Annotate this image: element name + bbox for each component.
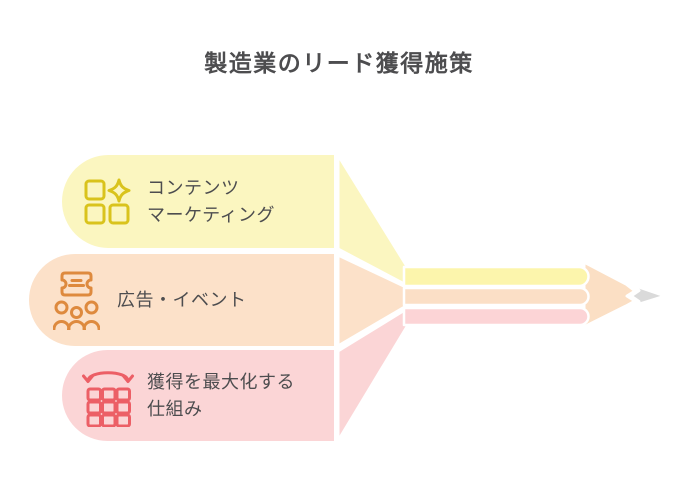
band-label-ads-events: 広告・イベント (117, 289, 247, 310)
ticket-people-icon (53, 271, 100, 330)
band-label-content-marketing: コンテンツ マーケティング (147, 177, 276, 225)
band-content-marketing: コンテンツ マーケティング (62, 155, 334, 248)
pencil-arrow (336, 153, 667, 443)
diagram-title: 製造業のリード獲得施策 (204, 50, 474, 76)
band-label-maximize-mechanism: 獲得を最大化する 仕組み (147, 371, 295, 419)
pencil-body-strip-orange (402, 286, 590, 307)
grid-sparkle-icon (84, 178, 131, 225)
pencil-body-strip-yellow (402, 265, 590, 288)
pencil-body-strip-pink (402, 306, 590, 327)
pencil-graphite-tip (628, 282, 667, 309)
pencil-wood-cone (582, 260, 637, 329)
columns-distribute-icon (81, 365, 135, 427)
band-maximize-mechanism: 獲得を最大化する 仕組み (62, 350, 334, 441)
band-ads-events: 広告・イベント (29, 254, 334, 346)
